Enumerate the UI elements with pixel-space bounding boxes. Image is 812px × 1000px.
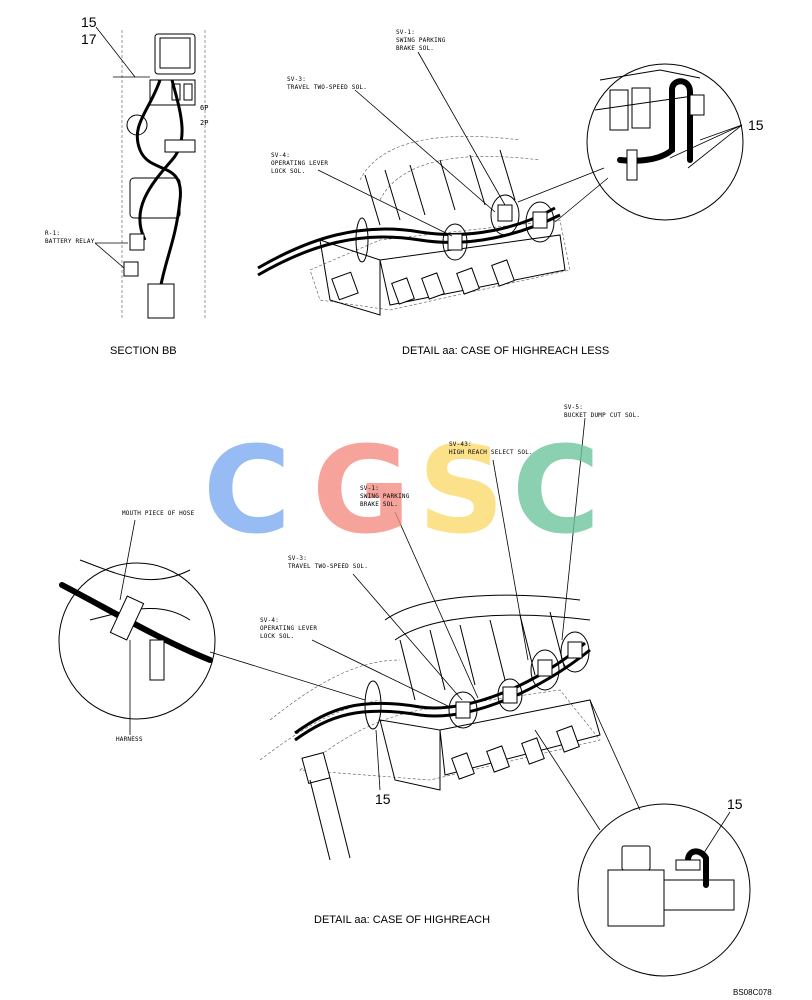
- sv4-bottom-name1: OPERATING LEVER: [260, 625, 318, 632]
- sv5-name: BUCKET DUMP CUT SOL.: [564, 412, 641, 419]
- callout-15-circle-bottom: 15: [727, 796, 743, 812]
- watermark-letter-s: S: [418, 422, 505, 561]
- harness-label: HARNESS: [116, 736, 143, 743]
- caption-detail-highreach: DETAIL aa: CASE OF HIGHREACH: [314, 914, 491, 926]
- sv5-code: SV-5:: [564, 404, 584, 411]
- section-bb-view: [94, 26, 206, 320]
- sv3-bottom-name: TRAVEL TWO-SPEED SOL.: [288, 563, 369, 570]
- r1-code: R-1:: [45, 230, 61, 237]
- watermark-letter-g: G: [312, 422, 411, 561]
- sv43-name: HIGH REACH SELECT SOL.: [449, 449, 533, 456]
- connector-6p-label: 6P: [200, 104, 209, 112]
- caption-section-bb: SECTION BB: [110, 345, 177, 357]
- sv1-bottom-name2: BRAKE SOL.: [360, 501, 399, 508]
- watermark-letter-c2: C: [512, 422, 601, 561]
- caption-detail-highreach-less: DETAIL aa: CASE OF HIGHREACH LESS: [402, 345, 610, 357]
- sv1-top-code: SV-1:: [396, 29, 416, 36]
- watermark-letter-c1: C: [203, 422, 292, 561]
- sv4-bottom-name2: LOCK SOL.: [260, 633, 295, 640]
- sv3-bottom-code: SV-3:: [288, 555, 308, 562]
- callout-15-mid: 15: [375, 791, 391, 807]
- sv1-top-name1: SWING PARKING: [396, 37, 446, 44]
- callout-17-top: 17: [81, 31, 97, 47]
- sv3-top-name: TRAVEL TWO-SPEED SOL.: [287, 84, 368, 91]
- sv4-top-code: SV-4:: [271, 152, 291, 159]
- sv43-code: SV-43:: [449, 441, 472, 448]
- sv4-bottom-code: SV-4:: [260, 617, 280, 624]
- sv4-top-name2: LOCK SOL.: [271, 168, 306, 175]
- sv3-top-code: SV-3:: [287, 76, 307, 83]
- sv1-bottom-name1: SWING PARKING: [360, 493, 410, 500]
- r1-name: BATTERY RELAY: [45, 238, 95, 245]
- sv4-top-name1: OPERATING LEVER: [271, 160, 329, 167]
- connector-2p-label: 2P: [200, 119, 209, 127]
- hose-mouth-label: MOUTH PIECE OF HOSE: [122, 510, 195, 517]
- callout-15-top: 15: [81, 14, 97, 30]
- callout-15-circle-top: 15: [748, 117, 764, 133]
- sv1-bottom-code: SV-1:: [360, 485, 380, 492]
- detail-highreach-less-view: [257, 51, 744, 316]
- figure-code: BS08C078: [733, 988, 772, 997]
- sv1-top-name2: BRAKE SOL.: [396, 45, 435, 52]
- detail-highreach-view: [58, 417, 751, 977]
